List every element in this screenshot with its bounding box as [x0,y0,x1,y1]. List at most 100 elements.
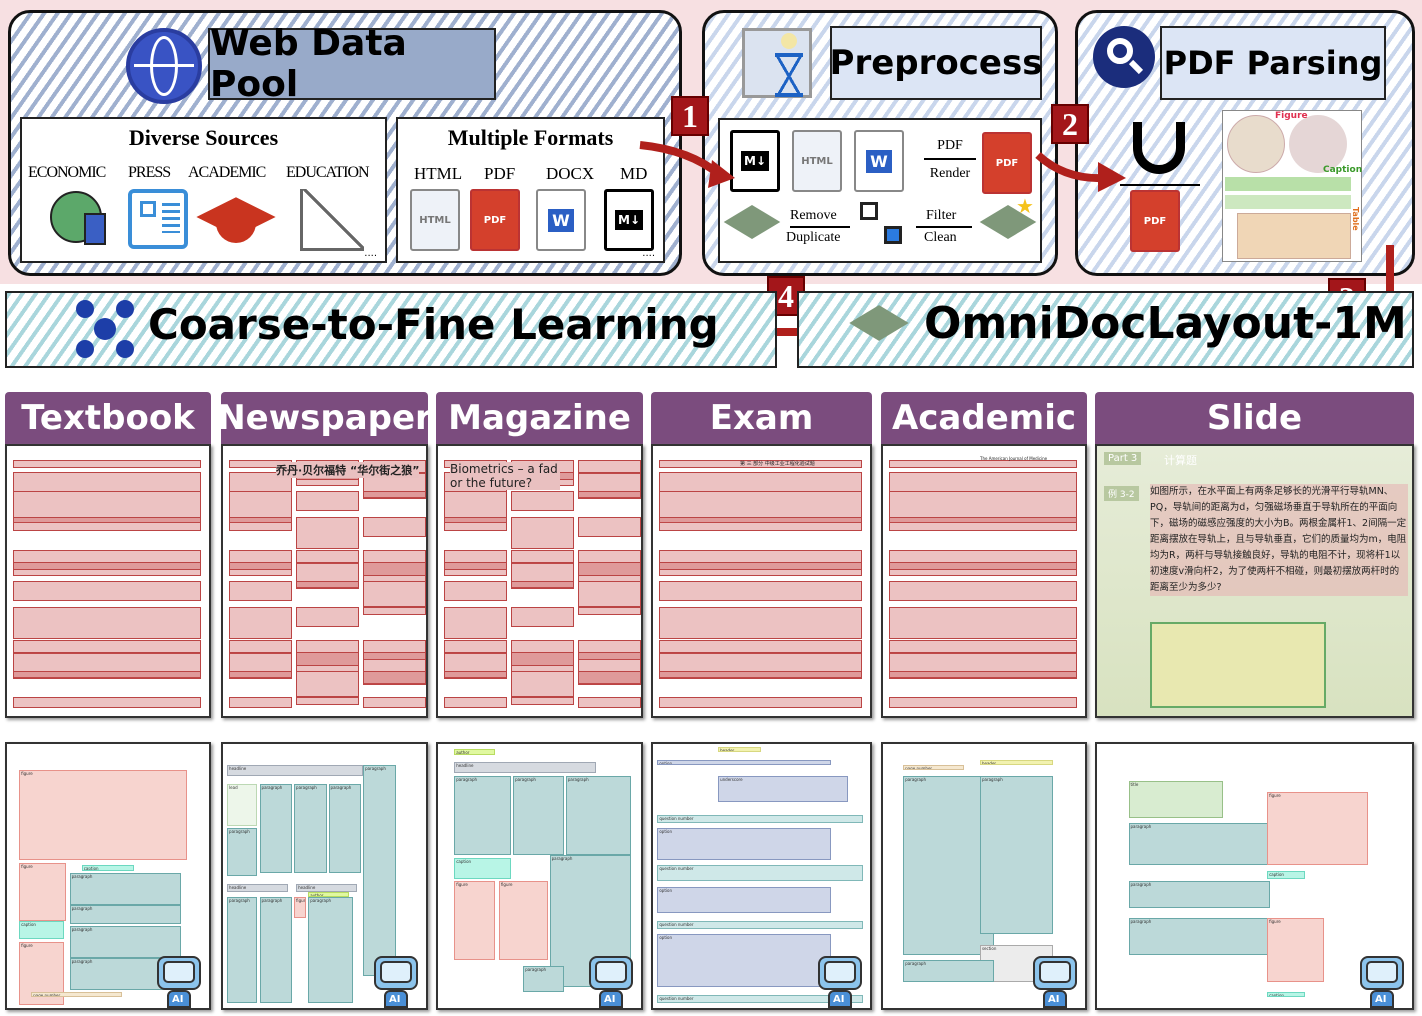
format-docx: DOCX [546,164,595,183]
md-letter: M↓ [741,151,769,171]
markdown-file-icon: M↓ [730,130,780,192]
ai-robot-icon: AI [153,950,205,1008]
preprocess-steps-box: M↓ HTML W PDF Render PDF Remove Duplicat… [718,118,1042,263]
annotation-box [363,652,426,684]
annotation-box [444,640,507,654]
annotation-box [296,652,359,666]
globe-icon [126,28,202,104]
dataset-banner [797,291,1414,368]
annotation-box [578,562,641,576]
layout-box-paragraph: paragraph [363,765,396,977]
ai-robot-icon: AI [1029,950,1081,1008]
diverse-sources-title: Diverse Sources [128,125,279,150]
annotation-box [444,562,507,570]
layout-box-headline: headline [227,765,364,776]
layout-box-question-number: question number [657,994,864,1003]
newspaper-headline: 乔丹·贝尔福特 “华尔街之狼” [276,462,420,478]
layout-box-author: author [308,891,349,898]
layout-box-figure: figure [454,881,495,961]
annotated-page-newspaper [221,444,428,718]
annotation-box [578,640,641,660]
annotated-page-exam [651,444,872,718]
ai-label: AI [833,994,845,1005]
layout-box-figure: figure [294,897,307,919]
layout-box-page-number: page number [903,765,964,771]
word-file-icon: W [536,189,586,251]
annotation-box [229,671,292,679]
layout-box-figure: figure [498,881,548,961]
annotation-box [296,671,359,697]
search-icon [1093,26,1155,88]
economy-globe-icon [50,191,106,245]
magazine-title: Biometrics – a fad or the future? [450,462,560,490]
source-economic: ECONOMIC [28,164,106,181]
annotation-box [578,460,641,474]
ai-label: AI [172,994,184,1005]
category-header-academic: Academic [881,392,1087,444]
annotation-box [444,581,507,601]
image-hourglass-icon [742,28,812,98]
step-1-badge: 1 [671,96,709,136]
layout-box-paragraph: paragraph [979,775,1053,935]
annotation-box [659,607,862,639]
format-md: MD [620,164,648,183]
word-letter: W [548,208,574,232]
annotation-box [659,640,862,654]
annotation-box [229,697,292,708]
ai-label: AI [604,994,616,1005]
layout-box-paragraph: paragraph [1128,881,1271,908]
layout-box-paragraph: paragraph [69,905,181,924]
annotation-box [296,517,359,549]
filter-label-top: Filter [926,208,957,223]
layout-box-paragraph: paragraph [903,775,995,956]
annotation-box [659,460,862,468]
annotation-box [578,671,641,685]
annotation-box [889,472,1077,492]
source-press: PRESS [128,164,171,181]
annotation-box [578,607,641,615]
layout-box-caption: caption [81,865,135,871]
layout-box-paragraph: paragraph [523,965,564,993]
preprocess-title: Preprocess [830,26,1042,100]
layout-box-caption: caption [1267,870,1305,879]
annotation-box [444,697,507,708]
annotation-box [229,562,292,570]
slide-part: Part 3 [1104,452,1142,465]
annotation-box [13,640,201,654]
remove-label-top: Remove [790,208,837,223]
format-html: HTML [414,164,463,183]
annotation-box [578,472,641,498]
learning-banner [5,291,777,368]
layout-box-paragraph: paragraph [69,926,181,958]
annotated-page-textbook [5,444,211,718]
annotation-box [13,607,201,639]
table-label: Table [1351,207,1360,231]
layout-box-header: header [979,759,1053,766]
filter-arrow [916,226,972,228]
layout-box-paragraph: paragraph [294,783,327,874]
layout-box-option: option [657,759,831,766]
diverse-sources-box: Diverse Sources ECONOMIC PRESS ACADEMIC … [20,117,387,263]
word-letter: W [866,149,892,173]
annotation-box [889,652,1077,678]
layout-box-headline: headline [454,762,597,774]
annotation-box [13,472,201,492]
annotation-box [13,581,201,601]
layout-box-paragraph: paragraph [328,783,362,874]
annotation-box [363,550,426,582]
layout-box-headline: headline [227,883,288,892]
layout-box-paragraph: paragraph [227,897,258,1003]
annotation-box [13,460,201,468]
parsed-page-sample: Figure Caption Table [1222,110,1362,262]
ai-label: AI [389,994,401,1005]
annotation-box [889,562,1077,570]
annotation-box [578,652,641,684]
learning-title: Coarse-to-Fine Learning [148,300,719,349]
graduation-cap-icon [196,189,276,249]
layout-box-figure: figure [19,862,66,921]
layout-box-author: author [454,749,495,755]
annotation-box [511,581,574,589]
